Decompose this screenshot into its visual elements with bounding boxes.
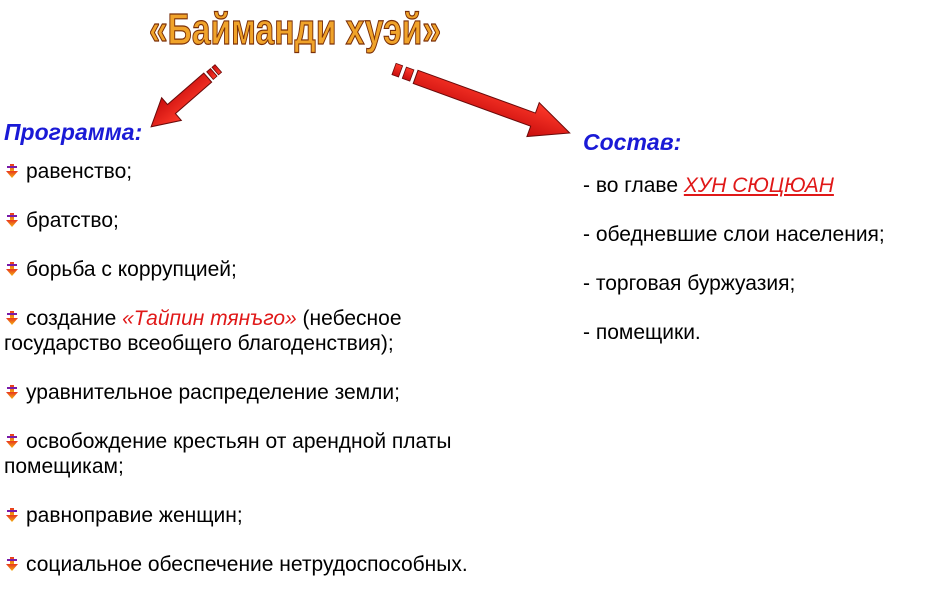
program-item: социальное обеспечение нетрудоспособных. xyxy=(4,552,574,577)
program-item: уравнительное распределение земли; xyxy=(4,380,574,405)
program-item-text: борьба с коррупцией; xyxy=(26,258,237,281)
composition-item: - во главе ХУН СЮЦЮАН xyxy=(583,173,938,198)
program-item-text: освобождение крестьян от арендной платы xyxy=(26,430,452,453)
program-item: равноправие женщин; xyxy=(4,503,574,528)
taiping-highlight: «Тайпин тянъго» xyxy=(122,307,297,330)
title-text: «Байманди хуэй» xyxy=(149,5,441,54)
arrow-down-bullet-icon xyxy=(4,163,20,179)
program-item-text: (небесное xyxy=(296,307,402,330)
program-item: братство; xyxy=(4,208,574,233)
program-item-text: уравнительное распределение земли; xyxy=(26,381,400,404)
program-item: освобождение крестьян от арендной платы … xyxy=(4,429,574,479)
program-item: борьба с коррупцией; xyxy=(4,257,574,282)
program-item-text: равноправие женщин; xyxy=(26,504,243,527)
arrow-down-bullet-icon xyxy=(4,384,20,400)
program-item-text: создание xyxy=(26,307,123,330)
arrow-down-bullet-icon xyxy=(4,507,20,523)
program-item: создание «Тайпин тянъго» (небесное госуд… xyxy=(4,306,574,356)
program-item-text: братство; xyxy=(26,209,119,232)
composition-item: - обедневшие слои населения; xyxy=(583,223,885,246)
program-item-text: государство всеобщего благоденствия); xyxy=(4,332,394,355)
arrow-down-bullet-icon xyxy=(4,310,20,326)
composition-section: Состав: - во главе ХУН СЮЦЮАН - обедневш… xyxy=(583,128,938,369)
program-section: Программа: равенство; братство; xyxy=(4,118,574,601)
leader-prefix: - во главе xyxy=(583,174,684,197)
program-item-text: равенство; xyxy=(26,160,133,183)
title-wordart: «Байманди хуэй» xyxy=(145,0,445,54)
arrow-down-bullet-icon xyxy=(4,433,20,449)
arrow-down-bullet-icon xyxy=(4,212,20,228)
program-item: равенство; xyxy=(4,159,574,184)
composition-heading: Состав: xyxy=(583,129,682,155)
program-heading: Программа: xyxy=(4,119,143,145)
arrow-down-bullet-icon xyxy=(4,261,20,277)
arrow-down-bullet-icon xyxy=(4,556,20,572)
program-item-text: помещикам; xyxy=(4,455,124,478)
composition-item: - помещики. xyxy=(583,321,701,344)
program-item-text: социальное обеспечение нетрудоспособных. xyxy=(26,553,468,576)
composition-item: - торговая буржуазия; xyxy=(583,272,796,295)
leader-name: ХУН СЮЦЮАН xyxy=(683,174,834,197)
